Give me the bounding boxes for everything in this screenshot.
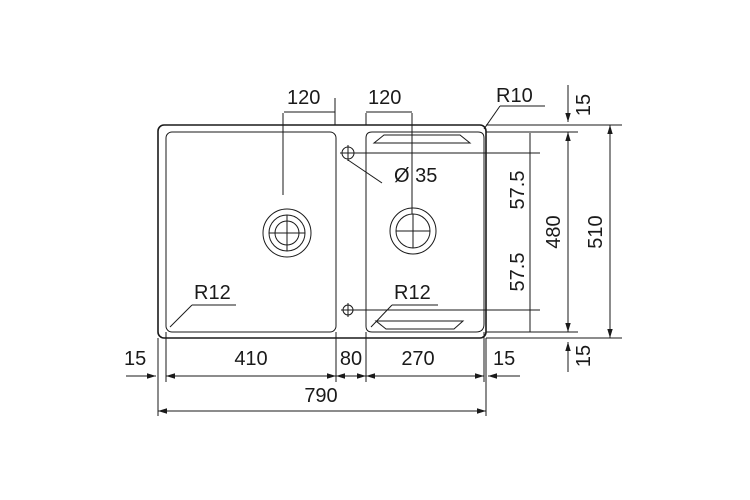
dim-overall-width: 790 <box>158 385 486 414</box>
dim-label: 120 <box>287 87 320 109</box>
dim-label: 15 <box>124 348 146 370</box>
right-bowl <box>365 113 485 333</box>
dim-label: R12 <box>394 282 431 304</box>
dim-left-drain-offset: 120 <box>284 87 336 125</box>
dim-right-drain-offset: 120 <box>366 87 412 113</box>
dim-label: 15 <box>493 348 515 370</box>
dim-label: 480 <box>543 215 565 248</box>
tap-hole-top-icon <box>340 145 356 161</box>
dim-right-rim: 15 <box>488 348 520 379</box>
dim-bottom-rim: 15 <box>486 331 622 372</box>
dim-label: 57.5 <box>507 253 529 292</box>
dim-left-bowl-width: 410 <box>166 348 336 379</box>
dim-label: 270 <box>401 348 434 370</box>
left-drain-icon <box>262 208 312 258</box>
sink-outline <box>157 124 487 339</box>
dim-overall-depth: 510 <box>585 125 613 338</box>
dim-outer-radius: R10 <box>483 85 545 130</box>
dim-label: 510 <box>585 215 607 248</box>
dim-label: 80 <box>340 348 362 370</box>
dim-label: 57.5 <box>507 171 529 210</box>
tap-hole-bottom-icon <box>341 303 355 317</box>
dim-divider-width: 80 <box>336 348 366 379</box>
dim-label: 790 <box>304 385 337 407</box>
right-drain-icon <box>389 207 437 255</box>
dim-tap-hole: Ø 35 <box>347 159 437 187</box>
dim-label: R12 <box>194 282 231 304</box>
dim-top-rim: 15 <box>486 85 622 133</box>
dim-left-bowl-radius: R12 <box>169 282 236 328</box>
dim-label: R10 <box>496 85 533 107</box>
dim-label: 120 <box>368 87 401 109</box>
dim-right-bowl-radius: R12 <box>370 282 438 328</box>
left-bowl <box>165 113 337 333</box>
dim-right-bowl-width: 270 <box>366 348 484 379</box>
dim-left-rim: 15 <box>124 348 156 379</box>
dim-label: 15 <box>573 345 595 367</box>
dim-label: Ø 35 <box>394 165 437 187</box>
dim-label: 15 <box>573 94 595 116</box>
dim-right-offsets: 57.5 57.5 <box>355 133 540 332</box>
dim-bowl-depth: 480 <box>543 132 571 332</box>
dim-label: 410 <box>234 348 267 370</box>
